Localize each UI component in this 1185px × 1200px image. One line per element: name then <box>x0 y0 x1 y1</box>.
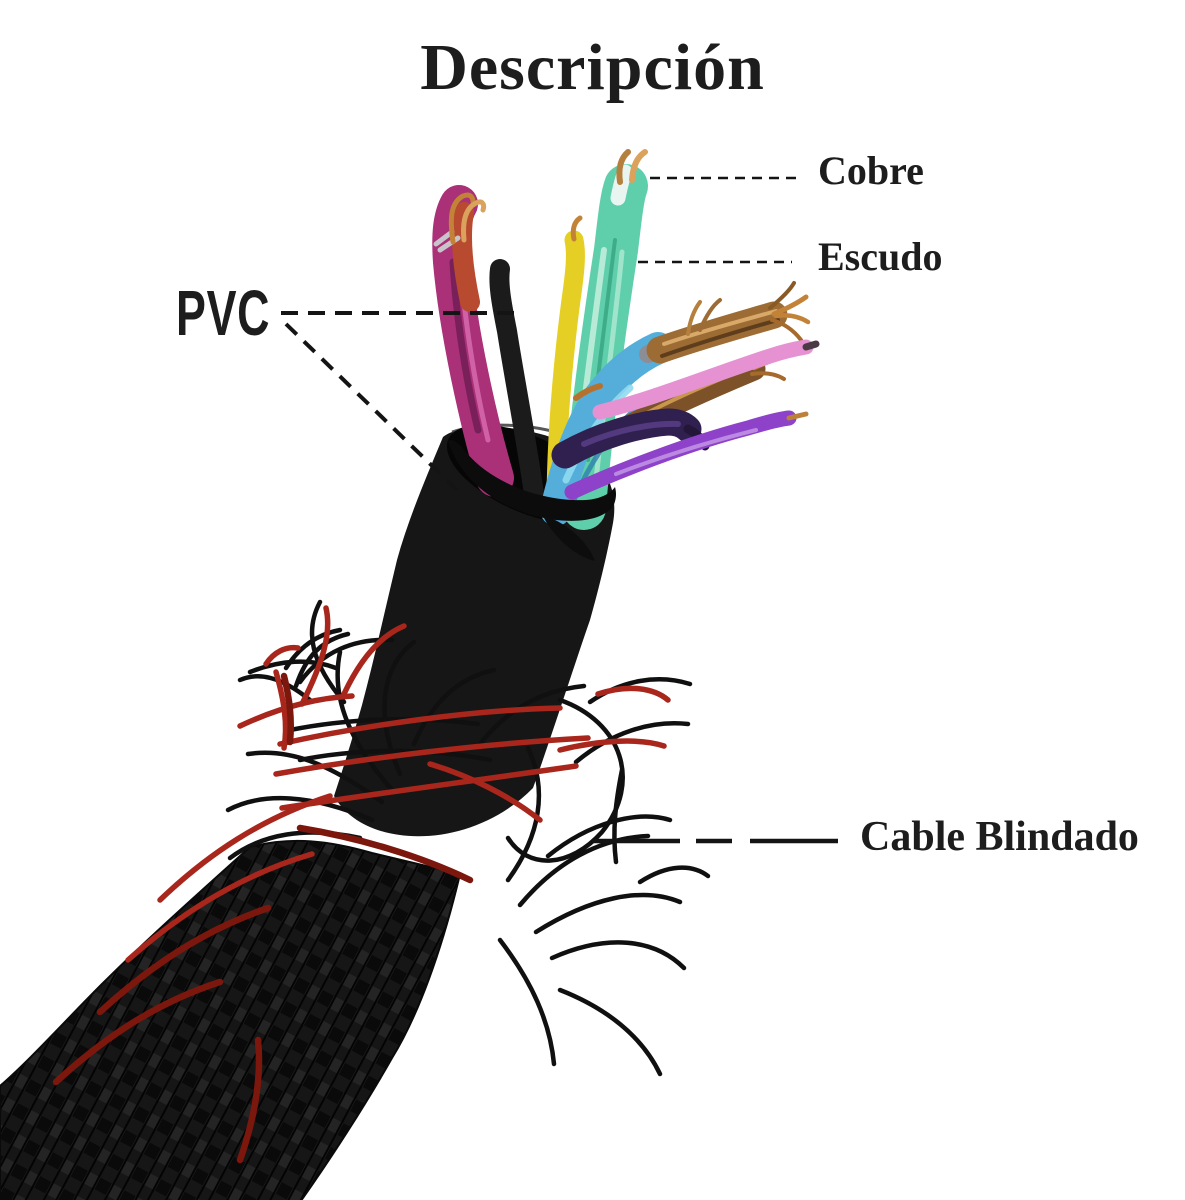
braided-sleeve <box>0 839 462 1200</box>
pink-dark-tip <box>802 340 820 351</box>
pvc-jacket <box>334 426 615 837</box>
copper-bundle-upper <box>646 301 788 364</box>
jacket-lip-bump <box>544 516 595 561</box>
violet-copper-tip <box>786 411 809 421</box>
violet-sheen <box>614 428 758 476</box>
copper-fray-2 <box>773 313 811 325</box>
teal-copper-prong-2 <box>629 149 648 183</box>
black-fray-strands <box>225 599 711 1077</box>
copper-fray-1 <box>771 294 809 317</box>
copper-fray-4 <box>768 281 796 310</box>
copper-stick-1 <box>698 298 722 332</box>
label-cable-blindado: Cable Blindado <box>860 814 1139 860</box>
violet-core-wire <box>564 410 797 500</box>
copper-fray-3 <box>770 318 803 342</box>
label-cobre: Cobre <box>818 148 924 193</box>
black-core-wire <box>489 259 544 504</box>
magenta-copper-hook-1 <box>448 192 476 245</box>
pvc-leader-line-diagonal <box>284 322 459 492</box>
yellow-copper-tip <box>570 215 583 242</box>
red-fray-strands <box>125 605 671 963</box>
copper-lower-fray-2 <box>750 371 786 381</box>
label-escudo: Escudo <box>818 234 943 279</box>
dark-red-fray-strands <box>52 672 474 1164</box>
copper-strand-dark <box>660 318 780 358</box>
leader-lines <box>281 176 852 844</box>
copper-strand-light <box>662 309 778 346</box>
yellow-core-wire <box>546 230 585 506</box>
magenta-copper-hook-2 <box>461 199 487 243</box>
page-title: Descripción <box>420 31 765 104</box>
label-pvc: PVC <box>176 277 271 349</box>
pink-core-wire <box>592 339 814 420</box>
teal-copper-prong-1 <box>616 149 631 185</box>
copper-stick-2 <box>686 300 702 336</box>
copper-glint <box>573 383 603 401</box>
indigo-highlight <box>581 420 681 447</box>
magenta-shadow-streak <box>449 258 482 434</box>
jacket-front-lip <box>448 440 616 521</box>
